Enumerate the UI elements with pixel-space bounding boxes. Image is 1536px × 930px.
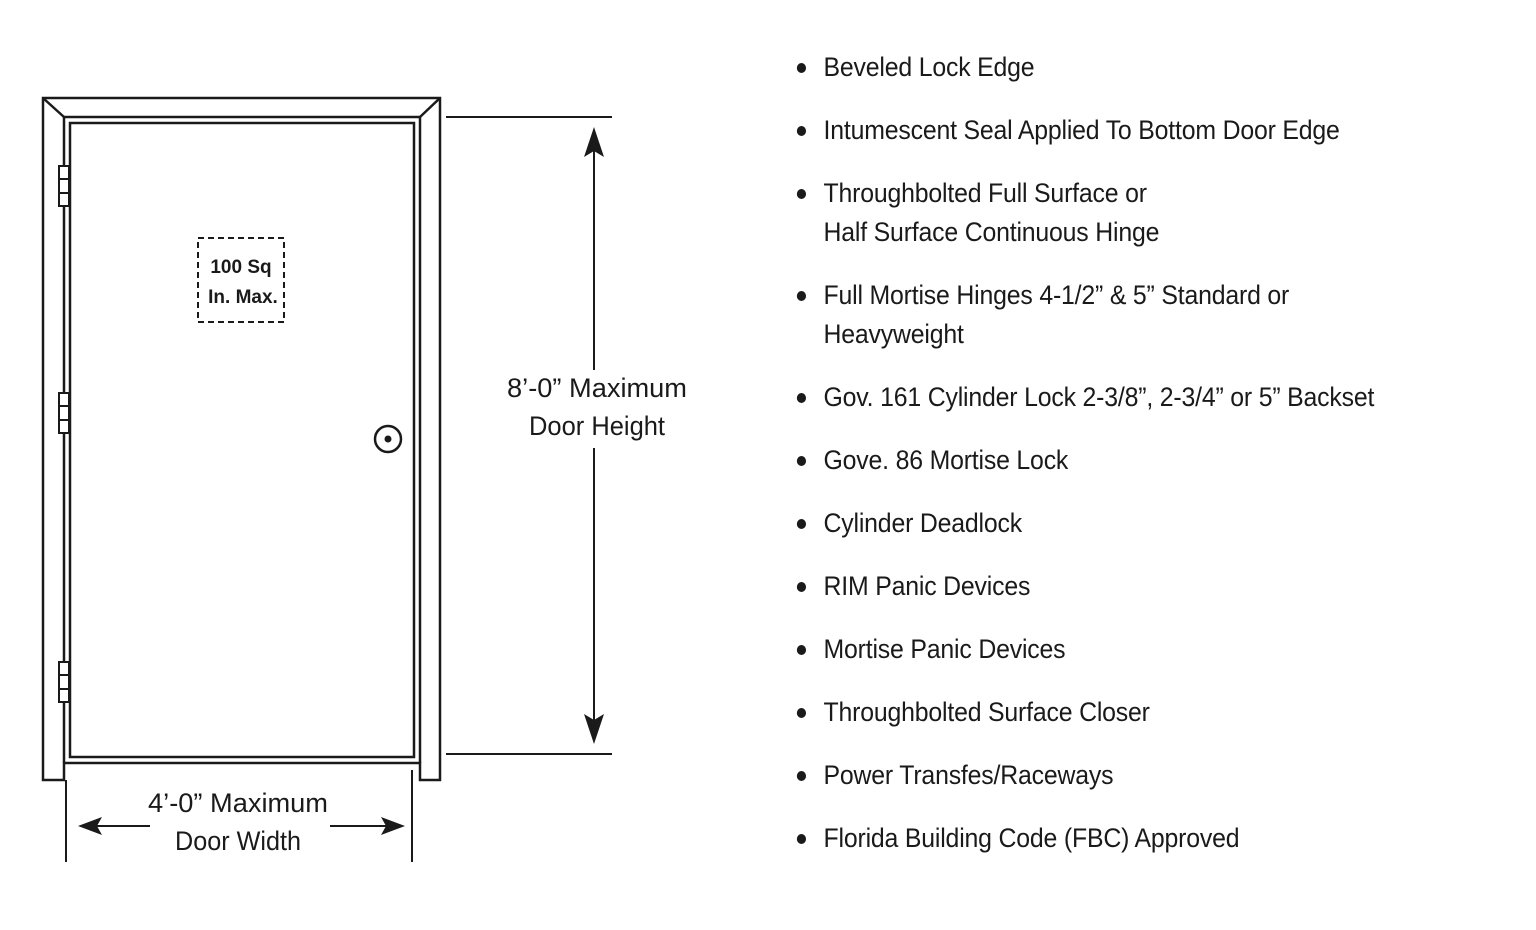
feature-list: Beveled Lock Edge Intumescent Seal Appli… bbox=[795, 48, 1515, 882]
hinge-icon bbox=[58, 165, 70, 207]
arrow-down-icon bbox=[584, 714, 604, 744]
door-leaf bbox=[68, 121, 416, 759]
list-item: Full Mortise Hinges 4-1/2” & 5” Standard… bbox=[795, 276, 1457, 354]
feature-text: Intumescent Seal Applied To Bottom Door … bbox=[823, 115, 1340, 145]
list-item: Beveled Lock Edge bbox=[795, 48, 1457, 87]
width-label-line-1: 4’-0” Maximum bbox=[148, 788, 328, 818]
feature-text: Throughbolted Full Surface or bbox=[823, 178, 1147, 208]
feature-text: Beveled Lock Edge bbox=[823, 52, 1035, 82]
lock-icon bbox=[373, 424, 403, 454]
list-item: Mortise Panic Devices bbox=[795, 630, 1457, 669]
height-dimension bbox=[446, 116, 612, 755]
feature-text: Throughbolted Surface Closer bbox=[823, 697, 1150, 727]
feature-text: Half Surface Continuous Hinge bbox=[823, 217, 1160, 247]
vision-panel-label-line-2: In. Max. bbox=[208, 287, 278, 308]
hinges bbox=[58, 165, 70, 703]
width-label-line-2: Door Width bbox=[175, 826, 301, 856]
height-label-line-2: Door Height bbox=[529, 411, 665, 441]
feature-text: Florida Building Code (FBC) Approved bbox=[823, 823, 1240, 853]
vision-panel-outline bbox=[197, 237, 285, 323]
list-item: RIM Panic Devices bbox=[795, 567, 1457, 606]
feature-text: Heavyweight bbox=[823, 319, 964, 349]
feature-text: Gov. 161 Cylinder Lock 2-3/8”, 2-3/4” or… bbox=[823, 382, 1375, 412]
list-item: Gov. 161 Cylinder Lock 2-3/8”, 2-3/4” or… bbox=[795, 378, 1457, 417]
arrow-right-icon bbox=[381, 817, 405, 835]
feature-text: Cylinder Deadlock bbox=[823, 508, 1023, 538]
feature-text: Mortise Panic Devices bbox=[823, 634, 1066, 664]
door-diagram: 100 Sq In. Max. 8’-0” Maximum Door Heigh… bbox=[41, 96, 687, 862]
feature-text: RIM Panic Devices bbox=[823, 571, 1031, 601]
feature-text: Full Mortise Hinges 4-1/2” & 5” Standard… bbox=[823, 280, 1290, 310]
list-item: Power Transfes/Raceways bbox=[795, 756, 1457, 795]
hinge-icon bbox=[58, 661, 70, 703]
list-item: Intumescent Seal Applied To Bottom Door … bbox=[795, 111, 1457, 150]
feature-text: Power Transfes/Raceways bbox=[823, 760, 1114, 790]
arrow-up-icon bbox=[584, 127, 604, 157]
list-item: Cylinder Deadlock bbox=[795, 504, 1457, 543]
vision-panel-label-line-1: 100 Sq bbox=[210, 257, 271, 278]
width-dimension bbox=[65, 770, 413, 862]
list-item: Florida Building Code (FBC) Approved bbox=[795, 819, 1457, 858]
list-item: Throughbolted Surface Closer bbox=[795, 693, 1457, 732]
list-item: Throughbolted Full Surface or Half Surfac… bbox=[795, 174, 1457, 252]
hinge-icon bbox=[58, 392, 70, 434]
list-item: Gove. 86 Mortise Lock bbox=[795, 441, 1457, 480]
feature-text: Gove. 86 Mortise Lock bbox=[823, 445, 1069, 475]
arrow-left-icon bbox=[78, 817, 102, 835]
height-label-line-1: 8’-0” Maximum bbox=[507, 373, 687, 403]
